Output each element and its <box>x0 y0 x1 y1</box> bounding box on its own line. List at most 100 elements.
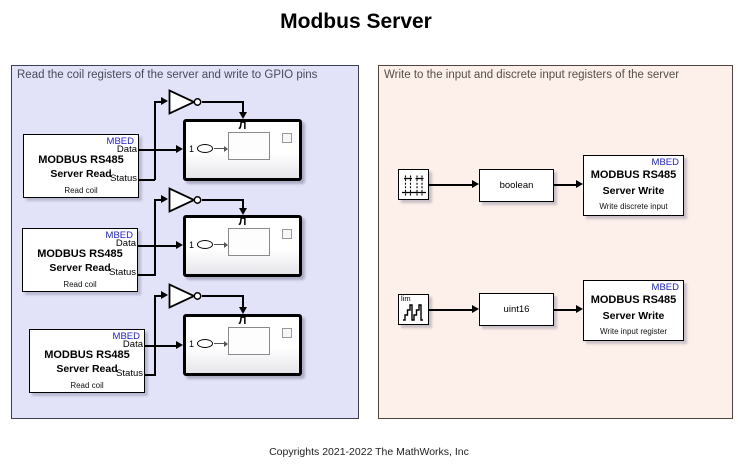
counter-limited-label: lim <box>401 294 411 303</box>
connector-line <box>154 295 162 297</box>
connector-line <box>138 245 177 247</box>
inner-arrowhead <box>224 145 228 152</box>
inner-block <box>228 327 270 355</box>
connector-line <box>154 199 162 201</box>
arrowhead <box>161 291 168 299</box>
connector-line <box>138 274 155 276</box>
inner-arrowhead <box>224 340 228 347</box>
connector-line <box>554 184 576 186</box>
block-subtitle: Server Write <box>602 185 665 197</box>
inner-square <box>282 328 292 338</box>
counter-limited-block[interactable]: lim <box>398 294 429 325</box>
trigger-port-icon: Л <box>238 315 247 327</box>
inner-square <box>282 229 292 239</box>
port-label-status: Status <box>110 173 137 184</box>
block-caption: Read coil <box>64 186 98 195</box>
modbus-server-read-block-3[interactable]: MBED Data MODBUS RS485 Server Read Statu… <box>29 329 145 393</box>
arrowhead <box>239 208 247 215</box>
not-gate-icon[interactable] <box>168 89 204 115</box>
mbed-tag: MBED <box>651 282 679 293</box>
block-title: MODBUS RS485 <box>590 169 677 181</box>
connector-line <box>202 295 243 297</box>
arrowhead <box>239 307 247 314</box>
inport-number: 1 <box>189 144 195 154</box>
area-write-registers[interactable]: Write to the input and discrete input re… <box>378 65 733 419</box>
inport-number: 1 <box>189 240 195 250</box>
block-subtitle: Server Read <box>50 168 112 180</box>
block-caption: Read coil <box>70 381 104 390</box>
connector-line <box>154 295 156 376</box>
not-gate-icon[interactable] <box>168 283 204 309</box>
inport-icon <box>197 339 213 348</box>
pulse-train-icon <box>401 175 426 195</box>
data-type-conversion-uint16[interactable]: uint16 <box>479 293 554 326</box>
conversion-label: uint16 <box>503 304 530 315</box>
connector-line <box>429 309 472 311</box>
mbed-tag: MBED <box>112 331 140 342</box>
inport-icon <box>197 240 213 249</box>
triggered-subsystem-3[interactable]: Л 1 <box>183 314 302 376</box>
block-caption: Write input register <box>600 327 667 336</box>
inport-icon <box>197 144 213 153</box>
arrowhead <box>176 241 183 249</box>
copyright-text: Copyrights 2021-2022 The MathWorks, Inc <box>269 446 469 458</box>
connector-line <box>139 149 177 151</box>
connector-line <box>429 184 472 186</box>
trigger-port-icon: Л <box>238 120 247 132</box>
data-type-conversion-boolean[interactable]: boolean <box>479 169 554 202</box>
area-label: Read the coil registers of the server an… <box>17 69 318 81</box>
block-caption: Write discrete input <box>599 202 668 211</box>
not-gate-icon[interactable] <box>168 187 204 213</box>
pulse-source-block[interactable] <box>398 169 429 200</box>
model-title: Modbus Server <box>280 10 432 33</box>
arrowhead <box>576 180 583 188</box>
area-label: Write to the input and discrete input re… <box>384 69 680 81</box>
mbed-tag: MBED <box>106 136 134 147</box>
inner-block <box>228 132 270 160</box>
connector-line <box>242 101 244 113</box>
block-subtitle: Server Write <box>602 310 665 322</box>
inner-arrowhead <box>224 241 228 248</box>
port-label-data: Data <box>116 144 137 155</box>
connector-line <box>242 295 244 308</box>
block-title: MODBUS RS485 <box>37 248 123 260</box>
port-label-data: Data <box>122 339 143 350</box>
arrowhead <box>472 180 479 188</box>
inport-number: 1 <box>189 339 195 349</box>
connector-line <box>139 179 155 181</box>
connector-line <box>154 101 156 180</box>
modbus-server-read-block-1[interactable]: MBED Data MODBUS RS485 Server Read Statu… <box>23 134 139 198</box>
arrowhead <box>239 112 247 119</box>
arrowhead <box>176 145 183 153</box>
trigger-port-icon: Л <box>238 216 247 228</box>
triggered-subsystem-1[interactable]: Л 1 <box>183 119 302 181</box>
conversion-label: boolean <box>499 180 534 191</box>
inner-connector <box>214 148 225 150</box>
port-label-status: Status <box>109 267 136 278</box>
connector-line <box>554 309 576 311</box>
inner-square <box>282 133 292 143</box>
connector-line <box>202 101 243 103</box>
arrowhead <box>176 341 183 349</box>
connector-line <box>202 199 243 201</box>
inner-connector <box>214 343 225 345</box>
modbus-server-read-block-2[interactable]: MBED Data MODBUS RS485 Server Read Statu… <box>22 228 138 292</box>
area-read-coil-registers[interactable]: Read the coil registers of the server an… <box>11 65 359 419</box>
block-title: MODBUS RS485 <box>44 349 130 361</box>
connector-line <box>154 101 162 103</box>
modbus-server-write-input-block[interactable]: MBED MODBUS RS485 Server Write Write inp… <box>583 280 684 341</box>
modbus-server-write-discrete-block[interactable]: MBED MODBUS RS485 Server Write Write dis… <box>583 155 684 216</box>
connector-line <box>145 345 177 347</box>
arrowhead <box>161 97 168 105</box>
block-caption: Read coil <box>63 280 97 289</box>
block-title: MODBUS RS485 <box>38 154 124 166</box>
triggered-subsystem-2[interactable]: Л 1 <box>183 215 302 277</box>
arrowhead <box>161 195 168 203</box>
port-label-data: Data <box>115 238 136 249</box>
mbed-tag: MBED <box>651 157 679 168</box>
inner-block <box>228 228 270 256</box>
counter-limited-icon <box>402 303 423 321</box>
arrowhead <box>576 305 583 313</box>
mbed-tag: MBED <box>105 230 133 241</box>
